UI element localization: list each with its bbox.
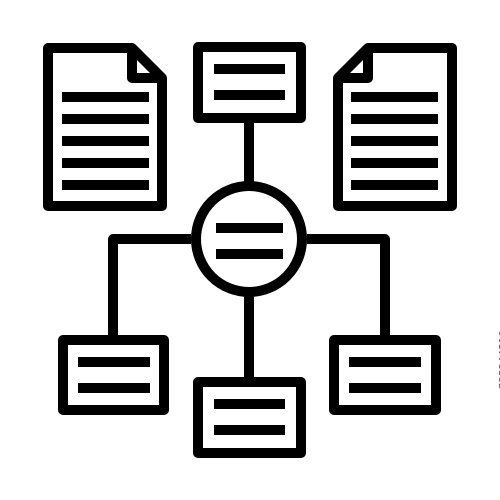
connector-lines [108, 118, 390, 382]
center-hub-circle [191, 181, 307, 297]
bottom-center-note-box [193, 377, 306, 458]
top-note-box [193, 42, 306, 123]
left-document-icon [43, 43, 167, 211]
right-document-icon [333, 43, 457, 211]
bottom-right-note-box [329, 335, 441, 415]
bottom-left-note-box [58, 335, 169, 415]
